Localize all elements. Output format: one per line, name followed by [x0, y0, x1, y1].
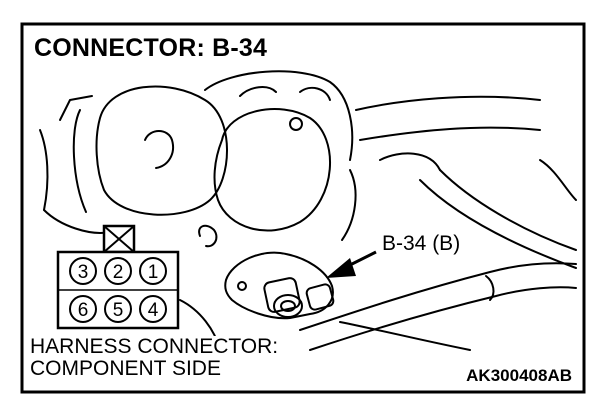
figure-code: AK300408AB — [464, 366, 574, 386]
caption-line-2: COMPONENT SIDE — [30, 357, 221, 380]
pin-6 — [69, 295, 97, 323]
pin-2 — [104, 257, 132, 285]
pin-label-3: 3 — [78, 262, 89, 283]
pin-3 — [69, 257, 97, 285]
pin-1 — [139, 257, 167, 285]
caption-line-1: HARNESS CONNECTOR: — [30, 335, 279, 358]
engine-line-art — [39, 70, 577, 351]
connector-title: CONNECTOR: B-34 — [32, 34, 270, 62]
pin-5 — [104, 295, 132, 323]
callout-label: B-34 (B) — [380, 232, 463, 256]
pin-label-2: 2 — [113, 262, 124, 283]
pin-label-5: 5 — [113, 300, 124, 321]
connector-caption: HARNESS CONNECTOR: COMPONENT SIDE — [30, 335, 283, 380]
pin-label-1: 1 — [148, 262, 159, 283]
connector-pinout-diagram: 3 2 1 6 5 4 — [56, 224, 180, 330]
pin-4 — [139, 295, 167, 323]
pin-label-4: 4 — [148, 300, 159, 321]
callout-arrow — [326, 250, 377, 278]
pin-label-6: 6 — [78, 300, 89, 321]
